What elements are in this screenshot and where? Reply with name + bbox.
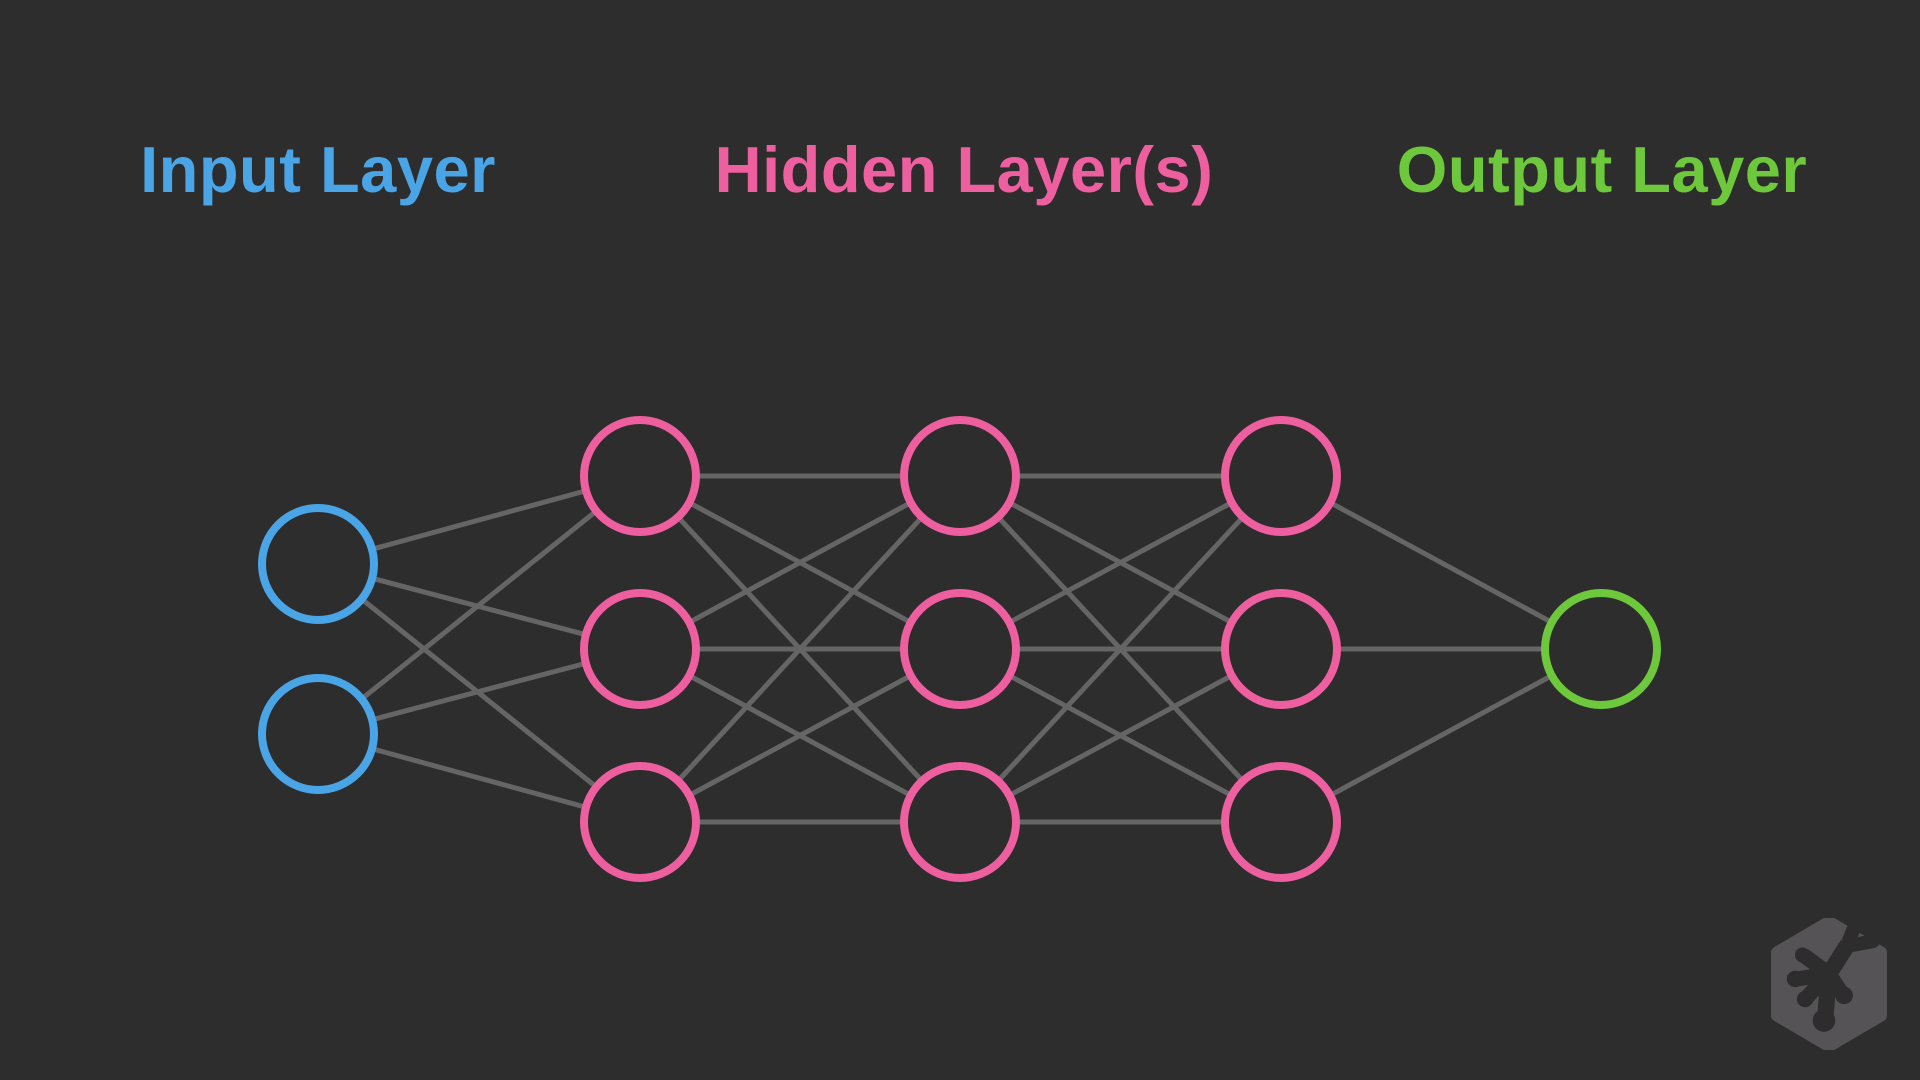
edge-hidden-1-1-to-hidden-2-0 <box>638 473 962 652</box>
node-hidden-1-1 <box>580 589 700 709</box>
treehouse-logo <box>1771 918 1887 1050</box>
edge-input-1-to-hidden-1-0 <box>316 474 642 736</box>
node-hidden-1-2 <box>580 762 700 882</box>
nodes-group <box>258 416 1661 882</box>
logo-tree-cutout <box>1789 920 1881 1027</box>
edge-hidden-1-2-to-hidden-2-0 <box>638 474 962 824</box>
node-hidden-2-2 <box>900 762 1020 882</box>
node-output-0 <box>1541 589 1661 709</box>
node-input-0 <box>258 504 378 624</box>
layer-title-hidden: Hidden Layer(s) <box>714 133 1214 206</box>
node-hidden-3-0 <box>1221 416 1341 536</box>
logo-tree-blobs <box>1786 947 1853 1032</box>
node-input-1 <box>258 674 378 794</box>
edge-hidden-2-2-to-hidden-3-0 <box>958 474 1283 824</box>
edge-hidden-3-0-to-output-0 <box>1279 473 1603 652</box>
layer-title-output: Output Layer <box>1396 133 1808 206</box>
node-hidden-3-1 <box>1221 589 1341 709</box>
node-hidden-2-0 <box>900 416 1020 536</box>
layer-title-input: Input Layer <box>140 133 496 206</box>
node-hidden-1-0 <box>580 416 700 536</box>
edge-hidden-3-2-to-output-0 <box>1279 646 1603 825</box>
edge-hidden-2-1-to-hidden-3-0 <box>958 473 1283 652</box>
edge-hidden-2-2-to-hidden-3-1 <box>958 646 1283 825</box>
node-hidden-2-1 <box>900 589 1020 709</box>
node-hidden-3-2 <box>1221 762 1341 882</box>
edge-hidden-1-2-to-hidden-2-1 <box>638 646 962 825</box>
